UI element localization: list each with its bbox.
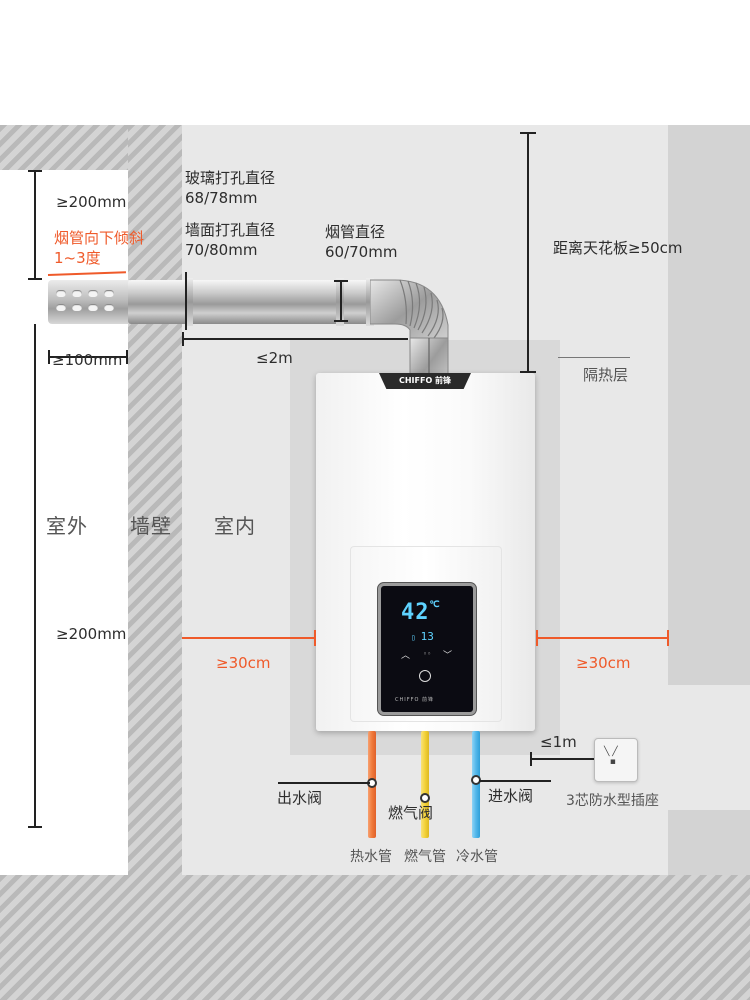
gas-pipe [421, 731, 429, 838]
cold-pipe-label: 冷水管 [456, 849, 498, 865]
outdoor-gap-label: ≥200mm [56, 193, 127, 211]
water-heater: CHIFFO 前锋 42℃ ▯ 13 ︿ ◦◦ ﹀ CHIFFO 前锋 [316, 373, 535, 731]
bottom-clearance-label: ≥200mm [56, 625, 127, 643]
brand-logo: CHIFFO 前锋 [398, 376, 452, 385]
indoor-label: 室内 [214, 514, 256, 538]
wall-label: 墙壁 [130, 514, 172, 538]
temperature-unit: ℃ [429, 600, 441, 610]
insulation-label: 隔热层 [583, 366, 629, 384]
temperature-readout: 42℃ [401, 600, 441, 625]
flue-pipe [128, 280, 406, 324]
vent-hole [88, 304, 98, 311]
power-outlet: ╲ ╱ ▪ [594, 738, 638, 782]
right-clearance-line [536, 637, 668, 639]
hot-pipe-label: 热水管 [350, 849, 392, 865]
ceiling-distance-tick [520, 132, 536, 134]
glass-hole-title: 玻璃打孔直径 [185, 169, 276, 187]
vent-hole [72, 304, 82, 311]
vent-hole [72, 290, 82, 297]
panel-footer-logo: CHIFFO 前锋 [395, 697, 435, 703]
outlet-distance-label: ≤1m [540, 733, 577, 751]
wall-hole-tick [334, 320, 348, 322]
mode-icon[interactable]: ◦◦ [423, 650, 432, 658]
outlet-valve-leader [278, 782, 370, 784]
heater-top-band: CHIFFO 前锋 [379, 373, 471, 389]
chevron-down-icon[interactable]: ﹀ [443, 651, 453, 661]
flue-cap [48, 280, 130, 324]
ceiling-distance-line [527, 132, 529, 372]
flue-length-tick [182, 332, 184, 346]
outlet-distance-tick [530, 752, 532, 766]
vent-hole [56, 304, 66, 311]
right-clearance-tick [536, 630, 538, 646]
outlet-type-label: 3芯防水型插座 [566, 793, 659, 809]
outlet-distance-line [531, 758, 594, 760]
gas-valve[interactable] [420, 793, 430, 803]
sub-reading-icon: ▯ [411, 633, 421, 642]
outdoor-label: 室外 [46, 514, 88, 538]
right-clearance-label: ≥30cm [576, 654, 631, 672]
outlet-socket-icon: ╲ ╱ ▪ [604, 747, 618, 767]
sub-reading-value: 13 [420, 630, 434, 643]
flue-length-label: ≤2m [256, 349, 293, 367]
vent-hole [56, 290, 66, 297]
top-gap-line [34, 170, 36, 280]
flue-elbow [370, 279, 449, 390]
ceiling-distance-tick [520, 371, 536, 373]
wall-hole-marker [340, 280, 342, 322]
left-clearance-tick [314, 630, 316, 646]
protrude-line [48, 356, 128, 358]
right-panel [668, 125, 750, 685]
protrude-tick [48, 350, 50, 364]
top-gap-tick [28, 278, 42, 280]
flue-slope-degree: 1~3度 [54, 249, 101, 267]
wall-hole-value: 70/80mm [185, 241, 258, 259]
chevron-up-icon[interactable]: ︿ [401, 651, 411, 661]
protrude-tick [126, 350, 128, 364]
outlet-valve-label: 出水阀 [277, 789, 323, 807]
left-clearance-label: ≥30cm [216, 654, 271, 672]
protrude-label: ≥100mm [52, 351, 123, 369]
flue-diameter-title: 烟管直径 [325, 223, 386, 241]
flue-slope-label: 烟管向下倾斜 [54, 229, 145, 247]
sub-reading: ▯ 13 [411, 630, 434, 643]
vent-hole [104, 290, 114, 297]
flue-length-line [183, 338, 408, 340]
glass-hole-value: 68/78mm [185, 189, 258, 207]
right-panel-lower [668, 810, 750, 875]
glass-hole-marker [185, 272, 187, 330]
temperature-value: 42 [401, 600, 430, 625]
power-icon[interactable] [419, 670, 431, 682]
bottom-gap-tick [28, 826, 42, 828]
floor-hatch [0, 875, 750, 1000]
wall-hatch [128, 125, 182, 875]
top-gap-tick [28, 170, 42, 172]
pipe-joint [185, 278, 193, 326]
left-clearance-line [182, 637, 315, 639]
bottom-gap-line [34, 324, 36, 828]
right-clearance-tick [667, 630, 669, 646]
gas-valve-label: 燃气阀 [388, 804, 434, 822]
vent-hole [88, 290, 98, 297]
vent-hole [104, 304, 114, 311]
wall-hole-title: 墙面打孔直径 [185, 221, 276, 239]
gas-pipe-label: 燃气管 [404, 849, 446, 865]
control-display: 42℃ ▯ 13 ︿ ◦◦ ﹀ CHIFFO 前锋 [378, 583, 476, 715]
flue-diameter-value: 60/70mm [325, 243, 398, 261]
ceiling-distance-label: 距离天花板≥50cm [553, 239, 683, 257]
wall-hole-tick [334, 280, 348, 282]
insulation-leader [558, 357, 630, 358]
inlet-valve-leader [479, 780, 551, 782]
inlet-valve-label: 进水阀 [488, 787, 534, 805]
